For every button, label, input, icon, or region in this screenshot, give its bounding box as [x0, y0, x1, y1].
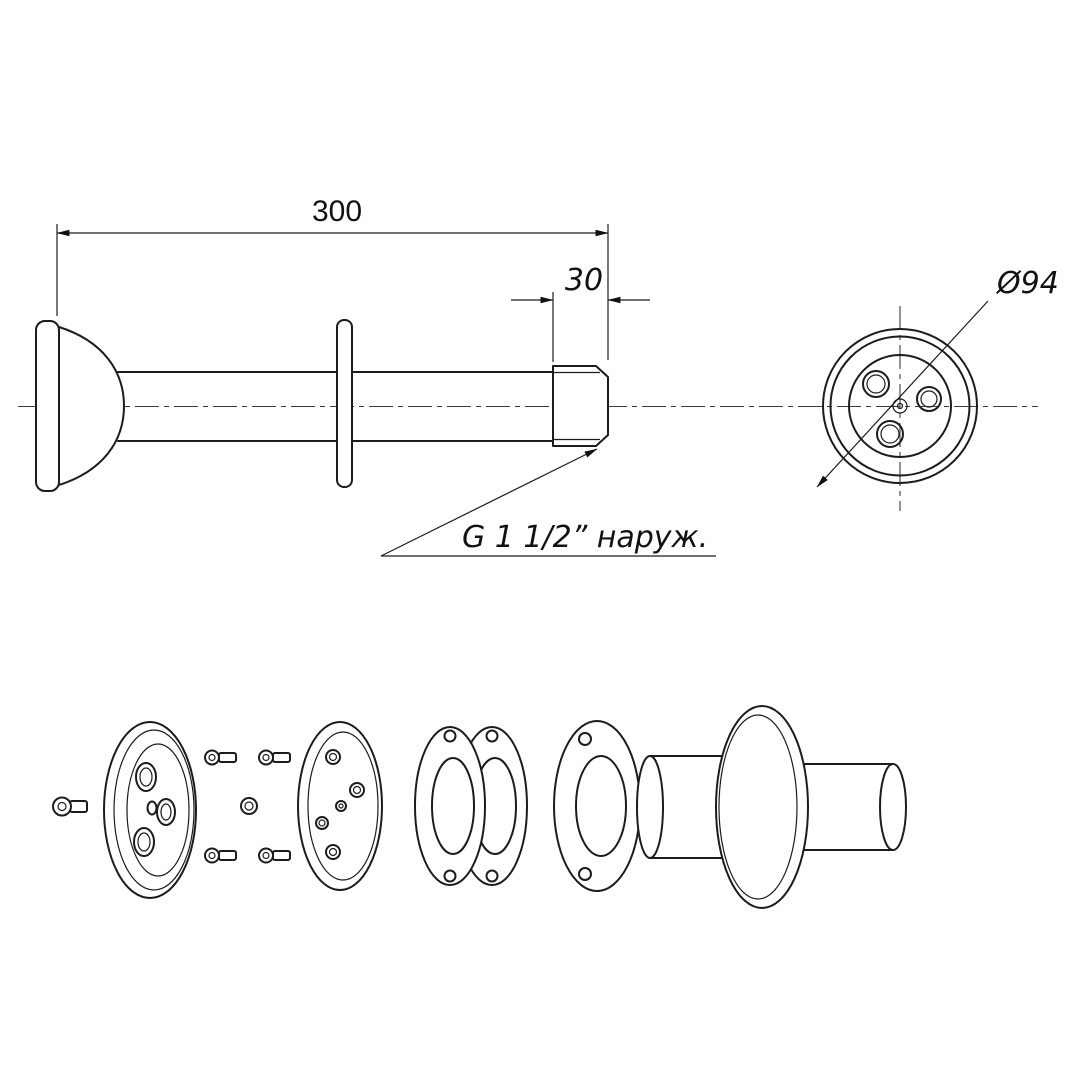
wall-flange [553, 720, 641, 892]
screw-bottom-2 [258, 847, 291, 864]
thread-note-callout: G 1 1/2” наруж. [380, 448, 716, 557]
fastener-set [204, 749, 291, 864]
jet-disc [297, 721, 383, 891]
thread-section-outline [552, 365, 609, 447]
nozzle-hole-right [916, 386, 942, 412]
body-flange-face [718, 714, 798, 900]
center-screw-hole [892, 398, 908, 414]
screw-top-1 [204, 749, 237, 766]
dimension-label-30: 30 [565, 263, 603, 298]
dimension-label-300: 300 [312, 195, 362, 228]
cap-dome-outline [58, 326, 125, 486]
face-circle [848, 354, 952, 458]
disc-hole-top [325, 749, 341, 765]
clamp-ring-front [414, 726, 486, 886]
side-view [18, 319, 1038, 492]
front-view: Ø94 [816, 266, 1059, 511]
nozzle-hole-upper-left [862, 370, 890, 398]
dimension-thread-length: 30 [511, 263, 650, 362]
outer-rim-circle [822, 328, 978, 484]
center-point [896, 402, 904, 410]
disc-hole-upper-right [349, 782, 365, 798]
disc-hole-left [315, 816, 329, 830]
plate-hole-top [135, 762, 157, 792]
disc-hole-center [335, 800, 347, 812]
pipe-end-face [879, 763, 907, 851]
dimension-overall-length: 300 [56, 195, 609, 360]
body-flange-outline [715, 705, 809, 909]
nozzle-hole-bottom [876, 420, 904, 448]
diameter-label: Ø94 [995, 266, 1059, 301]
plate-hole-right [156, 798, 176, 826]
thread-note-label: G 1 1/2” наруж. [462, 520, 708, 555]
main-body [636, 705, 907, 909]
face-plate [103, 721, 197, 899]
plate-center-hole [146, 800, 158, 816]
disc-hole-bottom [325, 844, 341, 860]
mid-flange-outline [336, 319, 353, 488]
spigot-front-face [636, 755, 664, 859]
plate-hole-bottom [133, 827, 155, 857]
cap-disc-outline [35, 320, 60, 492]
leader-line [380, 448, 598, 557]
nut-center [240, 797, 258, 815]
inner-rim-circle [829, 335, 971, 477]
diameter-callout: Ø94 [816, 266, 1059, 488]
screw-bottom-1 [204, 847, 237, 864]
screw-front [52, 796, 88, 817]
diameter-leader-line [816, 300, 989, 488]
screw-top-2 [258, 749, 291, 766]
exploded-view [52, 705, 907, 909]
